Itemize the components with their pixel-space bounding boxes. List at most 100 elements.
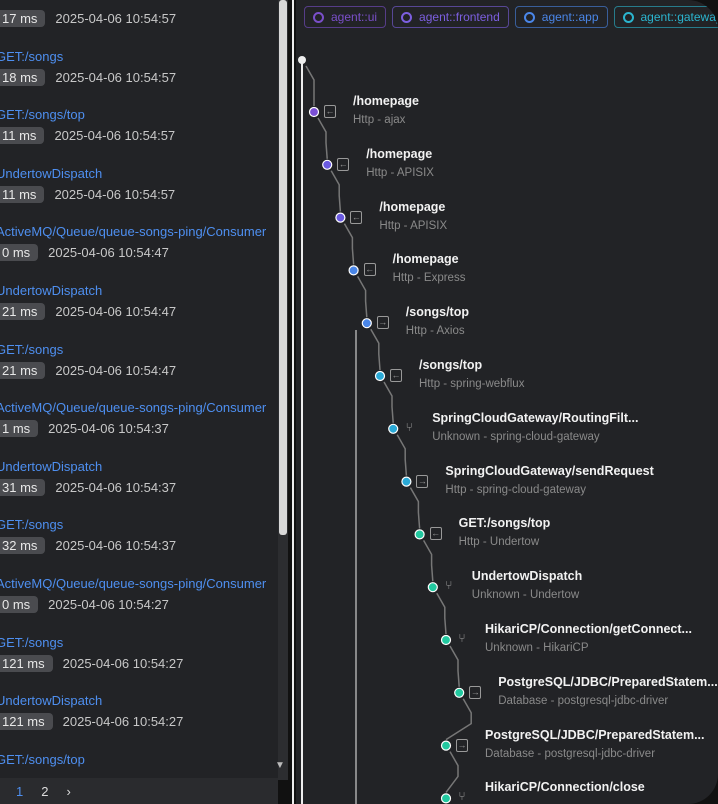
trace-link[interactable]: ActiveMQ/Queue/queue-songs-ping/Consumer bbox=[0, 224, 267, 240]
span-node[interactable] bbox=[361, 318, 372, 329]
span-node[interactable] bbox=[388, 423, 399, 434]
timestamp: 2025-04-06 10:54:37 bbox=[55, 538, 177, 554]
span-title: HikariCP/Connection/close bbox=[485, 780, 645, 795]
entry-icon: ← bbox=[337, 157, 350, 171]
trace-link[interactable]: ActiveMQ/Queue/queue-songs-ping/Consumer bbox=[0, 400, 267, 416]
timestamp: 2025-04-06 10:54:57 bbox=[55, 69, 177, 85]
trace-link[interactable]: ActiveMQ/Queue/queue-songs-ping/Consumer bbox=[0, 576, 267, 591]
span-node[interactable] bbox=[308, 106, 320, 118]
span-node[interactable] bbox=[374, 370, 386, 382]
span-subtitle: Database - postgresql-jdbc-driver bbox=[498, 694, 669, 707]
span-item[interactable]: HikariCP/Connection/getConnect...Unknown… bbox=[485, 622, 692, 654]
duration-badge: 21 ms bbox=[0, 361, 46, 379]
duration-badge: 121 ms bbox=[0, 654, 53, 672]
span-title: PostgreSQL/JDBC/PreparedStatem... bbox=[498, 674, 718, 689]
tree-connector bbox=[356, 276, 368, 318]
span-node[interactable] bbox=[440, 793, 452, 804]
panel-divider[interactable] bbox=[292, 0, 294, 804]
duration-badge: 1 ms bbox=[0, 420, 39, 438]
service-tag[interactable]: agent::frontend bbox=[392, 6, 509, 28]
trace-link[interactable]: GET:/songs bbox=[0, 634, 64, 650]
exit-icon: → bbox=[469, 685, 482, 699]
span-title: /homepage bbox=[366, 146, 433, 161]
span-node[interactable] bbox=[440, 740, 452, 751]
span-title: PostgreSQL/JDBC/PreparedStatem... bbox=[485, 727, 705, 742]
duration-badge: 17 ms bbox=[0, 10, 46, 27]
page-2[interactable]: 2 bbox=[41, 783, 49, 799]
entry-icon: ← bbox=[324, 105, 336, 118]
branch-icon: ⑂ bbox=[405, 419, 413, 434]
span-subtitle: Unknown - spring-cloud-gateway bbox=[432, 430, 600, 443]
span-item[interactable]: HikariCP/Connection/close bbox=[485, 780, 645, 794]
service-tag[interactable]: agent::gateway bbox=[613, 6, 718, 28]
trace-link[interactable]: UndertowDispatch bbox=[0, 693, 103, 709]
circle-icon bbox=[401, 11, 413, 23]
span-node[interactable] bbox=[348, 265, 359, 276]
tag-label: agent::gateway bbox=[640, 10, 718, 24]
span-title: SpringCloudGateway/sendRequest bbox=[445, 463, 654, 478]
trace-link[interactable]: UndertowDispatch bbox=[0, 458, 103, 474]
span-node[interactable] bbox=[414, 529, 425, 540]
tree-connector bbox=[445, 698, 472, 741]
span-title: /homepage bbox=[353, 94, 419, 108]
duration-badge: 18 ms bbox=[0, 68, 46, 86]
exit-icon: → bbox=[456, 738, 468, 752]
span-node[interactable] bbox=[322, 159, 333, 170]
duration-badge: 11 ms bbox=[0, 185, 45, 203]
service-tag[interactable]: agent::ui bbox=[304, 6, 387, 28]
trace-link[interactable]: GET:/songs/top bbox=[0, 107, 85, 123]
trace-meta: 17 ms 2025-04-06 10:54:57 bbox=[0, 10, 176, 27]
span-subtitle: Http - Undertow bbox=[458, 536, 540, 549]
span-item[interactable]: PostgreSQL/JDBC/PreparedStatem... Databas… bbox=[498, 675, 718, 707]
scrollbar-thumb[interactable] bbox=[279, 0, 287, 535]
tree-connector bbox=[330, 170, 342, 212]
trace-link[interactable]: UndertowDispatch bbox=[0, 165, 103, 181]
duration-badge: 32 ms bbox=[0, 537, 46, 555]
span-item[interactable]: PostgreSQL/JDBC/PreparedStatem...Databas… bbox=[485, 728, 705, 760]
branch-icon: ⑂ bbox=[445, 578, 453, 593]
branch-icon: ⑂ bbox=[458, 631, 466, 645]
scroll-down-icon[interactable]: ▼ bbox=[275, 760, 285, 771]
span-subtitle: Http - spring-cloud-gateway bbox=[445, 483, 587, 496]
timestamp: 2025-04-06 10:54:37 bbox=[48, 421, 169, 437]
trace-link[interactable]: GET:/songs bbox=[0, 517, 64, 533]
timestamp: 2025-04-06 10:54:57 bbox=[55, 11, 177, 26]
span-node[interactable] bbox=[427, 582, 438, 593]
tree-lines bbox=[298, 56, 472, 804]
span-node[interactable] bbox=[454, 687, 465, 698]
span-node[interactable] bbox=[440, 634, 452, 646]
span-item[interactable]: SpringCloudGateway/RoutingFilt...Unknown… bbox=[432, 411, 638, 443]
duration-badge: 31 ms bbox=[0, 478, 46, 496]
tree-connector bbox=[370, 328, 381, 371]
span-subtitle: Http - APISIX bbox=[379, 219, 448, 232]
page-1[interactable]: 1 bbox=[16, 783, 24, 799]
trace-link[interactable]: GET:/songs/top bbox=[0, 751, 85, 767]
trace-meta: 32 ms 2025-04-06 10:54:37 bbox=[0, 537, 177, 555]
timestamp: 2025-04-06 10:54:37 bbox=[55, 479, 177, 495]
trace-link[interactable]: GET:/songs bbox=[0, 48, 64, 64]
span-node[interactable] bbox=[401, 476, 412, 487]
span-node[interactable] bbox=[335, 212, 346, 223]
trace-meta: 18 ms 2025-04-06 10:54:57 bbox=[0, 68, 177, 86]
trace-link[interactable]: GET:/songs bbox=[0, 341, 64, 357]
service-tag[interactable]: agent::app bbox=[514, 6, 608, 28]
next-page-icon[interactable]: › bbox=[66, 783, 71, 799]
tree-connector bbox=[396, 434, 408, 476]
span-title: HikariCP/Connection/getConnect... bbox=[485, 622, 692, 636]
timestamp: 2025-04-06 10:54:27 bbox=[48, 597, 169, 612]
trace-link[interactable]: UndertowDispatch bbox=[0, 283, 103, 298]
pagination: 1 2 › bbox=[0, 778, 278, 804]
tag-label: agent::frontend bbox=[419, 10, 500, 24]
